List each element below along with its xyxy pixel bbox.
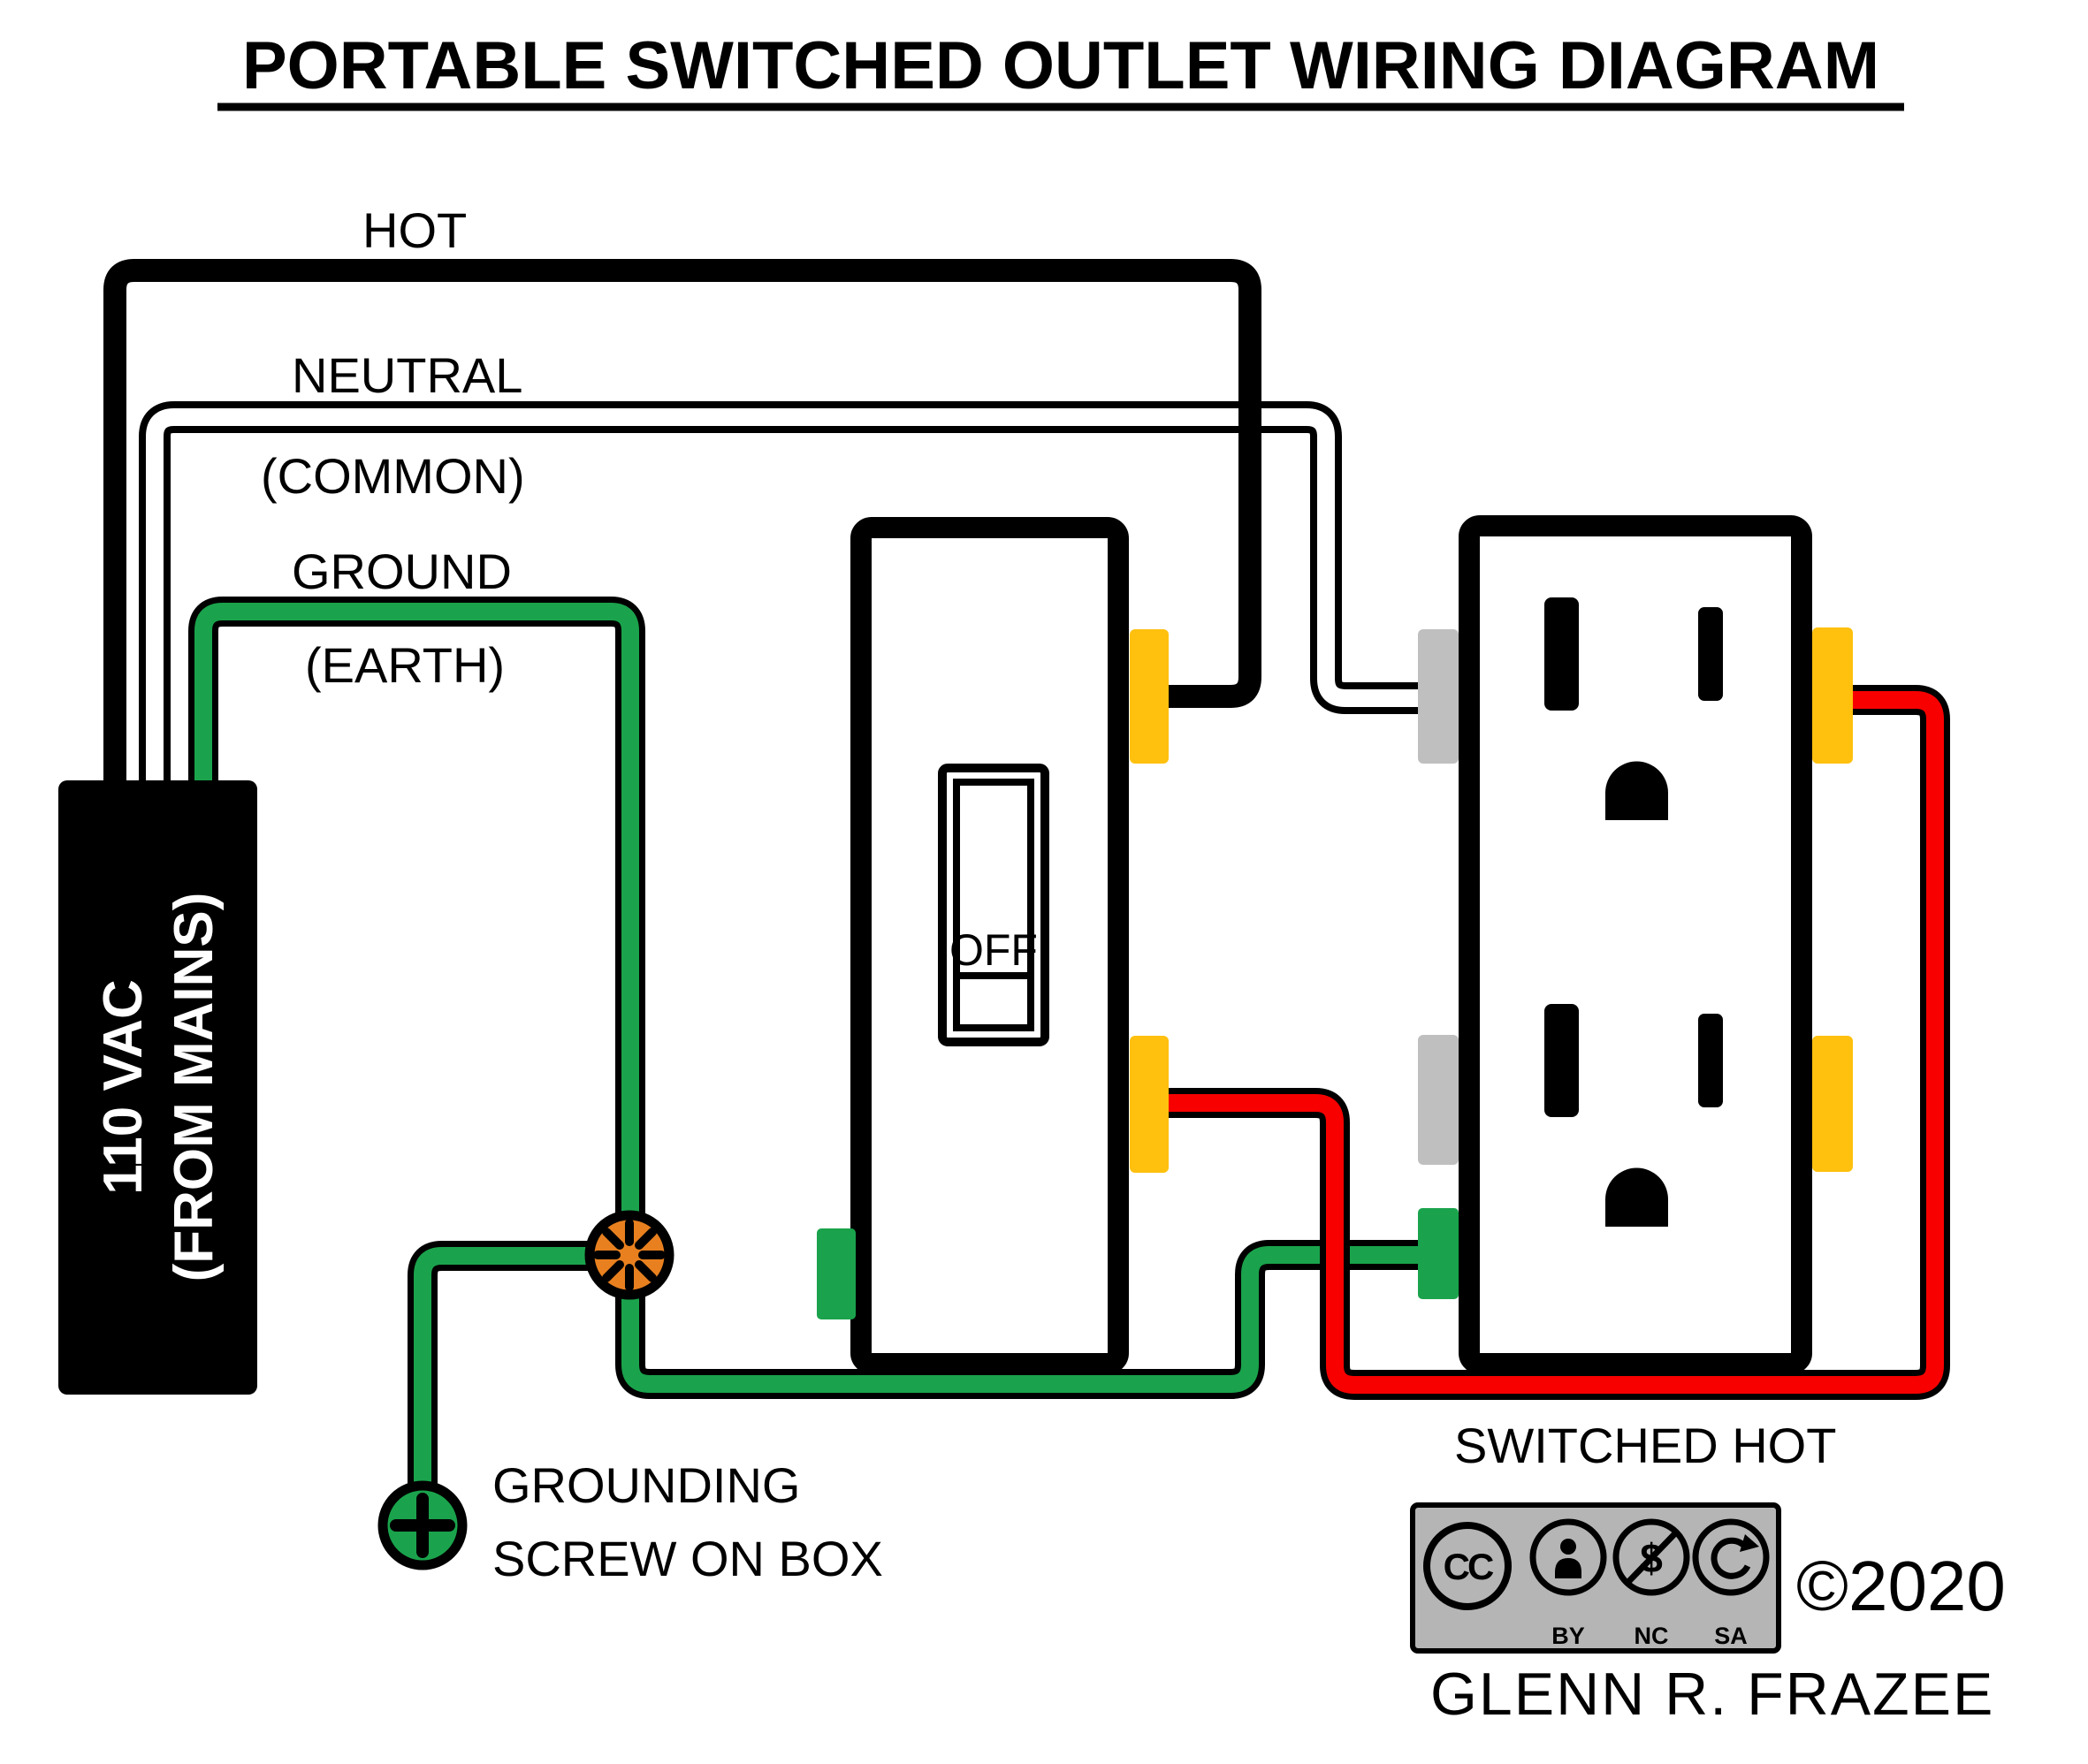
outlet-neutral-slot-top <box>1544 597 1579 711</box>
switched-hot-label: SWITCHED HOT <box>1454 1418 1836 1473</box>
outlet-ground-terminal <box>1418 1208 1459 1299</box>
outlet-ground-hole-bottom <box>1605 1167 1668 1227</box>
grounding-screw-icon <box>377 1480 468 1570</box>
hot-wire <box>103 259 1261 787</box>
grounding-screw-label-line1: GROUNDING <box>492 1457 800 1513</box>
cc-license-badge: CC BY $ NC SA <box>1410 1502 1781 1654</box>
neutral-wire <box>139 401 1430 787</box>
page-title: PORTABLE SWITCHED OUTLET WIRING DIAGRAM <box>242 28 1879 103</box>
outlet-neutral-terminal-top <box>1418 629 1459 764</box>
ground-wire-label: GROUND <box>292 544 512 599</box>
copyright-text: ©2020 <box>1796 1547 2006 1625</box>
outlet-hot-slot-bottom <box>1698 1014 1723 1107</box>
cc-sa-label: SA <box>1714 1623 1748 1649</box>
outlet-neutral-slot-bottom <box>1544 1004 1579 1117</box>
switch-hot-out-terminal <box>1130 1036 1169 1173</box>
switch-toggle: OFF <box>938 764 1049 1046</box>
cc-nc-icon: $ NC <box>1612 1518 1690 1649</box>
ground-earth-label: (EARTH) <box>305 637 505 693</box>
switched-hot-wire <box>1165 685 1950 1400</box>
outlet-hot-slot-top <box>1698 607 1723 701</box>
cc-nc-label: NC <box>1635 1623 1669 1649</box>
mains-box: 110 VAC (FROM MAINS) <box>58 780 257 1395</box>
neutral-wire-label: NEUTRAL <box>292 347 522 403</box>
outlet-body <box>1459 515 1812 1374</box>
svg-text:CC: CC <box>1444 1546 1494 1587</box>
mains-box-label-line1: 110 VAC <box>93 979 154 1195</box>
cc-by-person-icon: BY <box>1529 1518 1607 1649</box>
outlet-hot-terminal-top <box>1812 627 1853 764</box>
outlet-ground-hole-top <box>1605 761 1668 820</box>
cc-by-label: BY <box>1551 1623 1585 1649</box>
wire-nut-icon <box>584 1210 674 1300</box>
outlet-neutral-terminal-bottom <box>1418 1035 1459 1165</box>
outlet-hot-terminal-bottom <box>1812 1036 1853 1172</box>
neutral-common-label: (COMMON) <box>261 448 525 504</box>
cc-sa-icon: SA <box>1692 1518 1770 1649</box>
grounding-screw-label-line2: SCREW ON BOX <box>492 1531 883 1586</box>
switch-hot-in-terminal <box>1130 629 1169 764</box>
switch-toggle-state: OFF <box>949 925 1038 975</box>
hot-wire-label: HOT <box>362 202 467 258</box>
switch-ground-terminal <box>817 1228 856 1319</box>
author-text: GLENN R. FRAZEE <box>1430 1661 1994 1728</box>
mains-box-label-line2: (FROM MAINS) <box>164 893 225 1282</box>
ground-wire <box>188 597 1430 1502</box>
cc-icon: CC <box>1423 1522 1512 1610</box>
